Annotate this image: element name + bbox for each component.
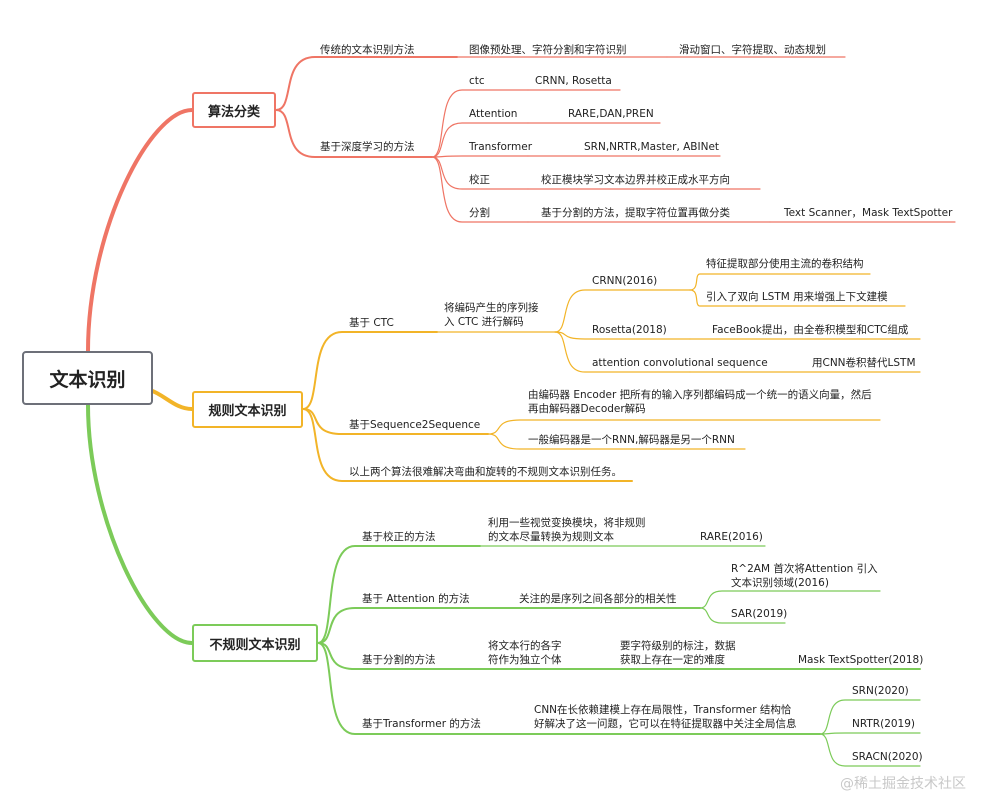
regular-branch-label: 规则文本识别: [208, 404, 287, 419]
algo-branch-label: 算法分类: [207, 104, 260, 120]
ctc-desc-node[interactable]: 将编码产生的序列接 入 CTC 进行解码: [444, 301, 539, 329]
ctc-models-node[interactable]: CRNN, Rosetta: [535, 75, 612, 87]
s2s-desc-node[interactable]: 由编码器 Encoder 把所有的输入序列都编码成一个统一的语义向量，然后 再由…: [528, 388, 872, 416]
seg-desc2-line1: 要字符级别的标注，数据: [620, 640, 736, 652]
ctc-desc-line1: 将编码产生的序列接: [444, 302, 539, 314]
segment-models-node[interactable]: Text Scanner，Mask TextSpotter: [784, 207, 953, 219]
deep-method-node[interactable]: 基于深度学习的方法: [320, 141, 415, 153]
algo-branch-node[interactable]: 算法分类: [192, 92, 276, 128]
attention-desc-node[interactable]: 关注的是序列之间各部分的相关性: [519, 593, 677, 605]
transformer-desc-line2: 好解决了这一问题，它可以在特征提取器中关注全局信息: [534, 718, 797, 730]
rectify-desc-node[interactable]: 校正模块学习文本边界并校正成水平方向: [541, 174, 730, 186]
root-to-regular-connector: [148, 388, 194, 411]
regular-connector: [487, 433, 746, 450]
attention-method-node[interactable]: 基于 Attention 的方法: [362, 593, 470, 605]
regular-connector: [487, 419, 881, 435]
rect-desc-line2: 的文本尽量转换为规则文本: [488, 531, 614, 543]
sar-paper-node[interactable]: SAR(2019): [731, 608, 788, 620]
acs-node[interactable]: attention convolutional sequence: [592, 357, 768, 369]
segment-desc-node[interactable]: 基于分割的方法，提取字符位置再做分类: [541, 207, 730, 219]
transformer-models-node[interactable]: SRN,NRTR,Master, ABINet: [584, 141, 720, 153]
rosetta-note-node[interactable]: FaceBook提出，由全卷积模型和CTC组成: [712, 324, 909, 336]
ctc-node[interactable]: ctc: [469, 75, 485, 87]
traditional-method-node[interactable]: 传统的文本识别方法: [320, 44, 415, 56]
regular-branch-node[interactable]: 规则文本识别: [192, 391, 303, 428]
root-node[interactable]: 文本识别: [22, 351, 153, 405]
attention-node[interactable]: Attention: [469, 108, 518, 120]
rect-method-node[interactable]: 基于校正的方法: [362, 531, 436, 543]
transformer-desc-line1: CNN在长依赖建模上存在局限性，Transformer 结构恰: [534, 704, 792, 716]
root-to-irregular-connector: [86, 403, 194, 645]
segment-node[interactable]: 分割: [469, 207, 490, 219]
crnn-note-2-node[interactable]: 引入了双向 LSTM 用来增强上下文建模: [706, 291, 888, 303]
regular-connector: [302, 408, 633, 482]
regular-connector: [554, 289, 691, 333]
regular-connector: [554, 331, 691, 373]
s2s-node[interactable]: 基于Sequence2Sequence: [349, 419, 481, 431]
irregular-connector: [699, 590, 881, 609]
crnn-node[interactable]: CRNN(2016): [592, 275, 658, 287]
irregular-connector: [317, 642, 921, 670]
irregular-connector: [699, 607, 786, 624]
transformer-desc-node[interactable]: CNN在长依赖建模上存在局限性，Transformer 结构恰 好解决了这一问题…: [534, 703, 797, 731]
algo-connector: [275, 109, 433, 158]
algo-connector: [431, 156, 529, 223]
algo-connector: [431, 89, 529, 158]
traditional-steps-node[interactable]: 图像预处理、字符分割和字符识别: [469, 44, 627, 56]
s2s-desc-line1: 由编码器 Encoder 把所有的输入序列都编码成一个统一的语义向量，然后: [528, 389, 872, 401]
algo-connector: [431, 122, 529, 158]
r2am-paper-node[interactable]: R^2AM 首次将Attention 引入 文本识别领域(2016): [731, 562, 878, 590]
rosetta-node[interactable]: Rosetta(2018): [592, 324, 667, 336]
seg-method-node[interactable]: 基于分割的方法: [362, 654, 436, 666]
seg-desc2-line2: 获取上存在一定的难度: [620, 654, 725, 666]
s2s-desc-line2: 再由解码器Decoder解码: [528, 403, 646, 415]
algo-connector: [275, 56, 458, 111]
root-to-algo-connector: [86, 108, 194, 353]
ctc-based-node[interactable]: 基于 CTC: [349, 317, 394, 329]
rect-desc-node[interactable]: 利用一些视觉变换模块，将非规则 的文本尽量转换为规则文本: [488, 516, 646, 544]
rare-paper-node[interactable]: RARE(2016): [700, 531, 763, 543]
mask-textspotter-node[interactable]: Mask TextSpotter(2018): [798, 654, 924, 666]
watermark-text: @稀土掘金技术社区: [840, 776, 966, 792]
acs-note-node[interactable]: 用CNN卷积替代LSTM: [812, 357, 916, 369]
irregular-branch-node[interactable]: 不规则文本识别: [192, 624, 318, 662]
irregular-connector: [317, 642, 821, 735]
attention-models-node[interactable]: RARE,DAN,PREN: [568, 108, 654, 120]
irregular-connector: [819, 732, 921, 735]
irregular-connector: [317, 607, 701, 644]
irregular-connector: [819, 733, 921, 767]
root-label: 文本识别: [49, 368, 126, 391]
seg-desc2-node[interactable]: 要字符级别的标注，数据 获取上存在一定的难度: [620, 639, 736, 667]
r2am-line1: R^2AM 首次将Attention 引入: [731, 563, 878, 575]
irregular-branch-label: 不规则文本识别: [209, 637, 301, 653]
irregular-connector: [819, 699, 921, 735]
regular-connector: [689, 289, 906, 307]
algo-connector: [431, 155, 529, 158]
crnn-note-1-node[interactable]: 特征提取部分使用主流的卷积结构: [706, 258, 864, 270]
rect-desc-line1: 利用一些视觉变换模块，将非规则: [488, 517, 646, 529]
srn-paper-node[interactable]: SRN(2020): [852, 685, 909, 697]
s2s-desc2-node[interactable]: 一般编码器是一个RNN,解码器是另一个RNN: [528, 434, 735, 446]
regular-connector: [302, 408, 489, 435]
regular-summary-node[interactable]: 以上两个算法很难解决弯曲和旋转的不规则文本识别任务。: [349, 466, 622, 478]
seg-desc-node[interactable]: 将文本行的各字 符作为独立个体: [488, 639, 562, 667]
regular-connector: [689, 273, 871, 291]
transformer-method-node[interactable]: 基于Transformer 的方法: [362, 718, 481, 730]
r2am-line2: 文本识别领域(2016): [731, 577, 829, 589]
ctc-desc-line2: 入 CTC 进行解码: [444, 316, 524, 328]
seg-desc-line1: 将文本行的各字: [488, 640, 562, 652]
nrtr-paper-node[interactable]: NRTR(2019): [852, 718, 916, 730]
traditional-detail-node[interactable]: 滑动窗口、字符提取、动态规划: [679, 44, 826, 56]
rectify-node[interactable]: 校正: [469, 174, 490, 186]
regular-connector: [302, 331, 438, 410]
seg-desc-line2: 符作为独立个体: [488, 654, 562, 666]
sracn-paper-node[interactable]: SRACN(2020): [852, 751, 923, 763]
transformer-node[interactable]: Transformer: [469, 141, 533, 153]
algo-connector: [431, 156, 529, 190]
regular-connector: [554, 331, 691, 340]
irregular-connector: [317, 545, 481, 644]
